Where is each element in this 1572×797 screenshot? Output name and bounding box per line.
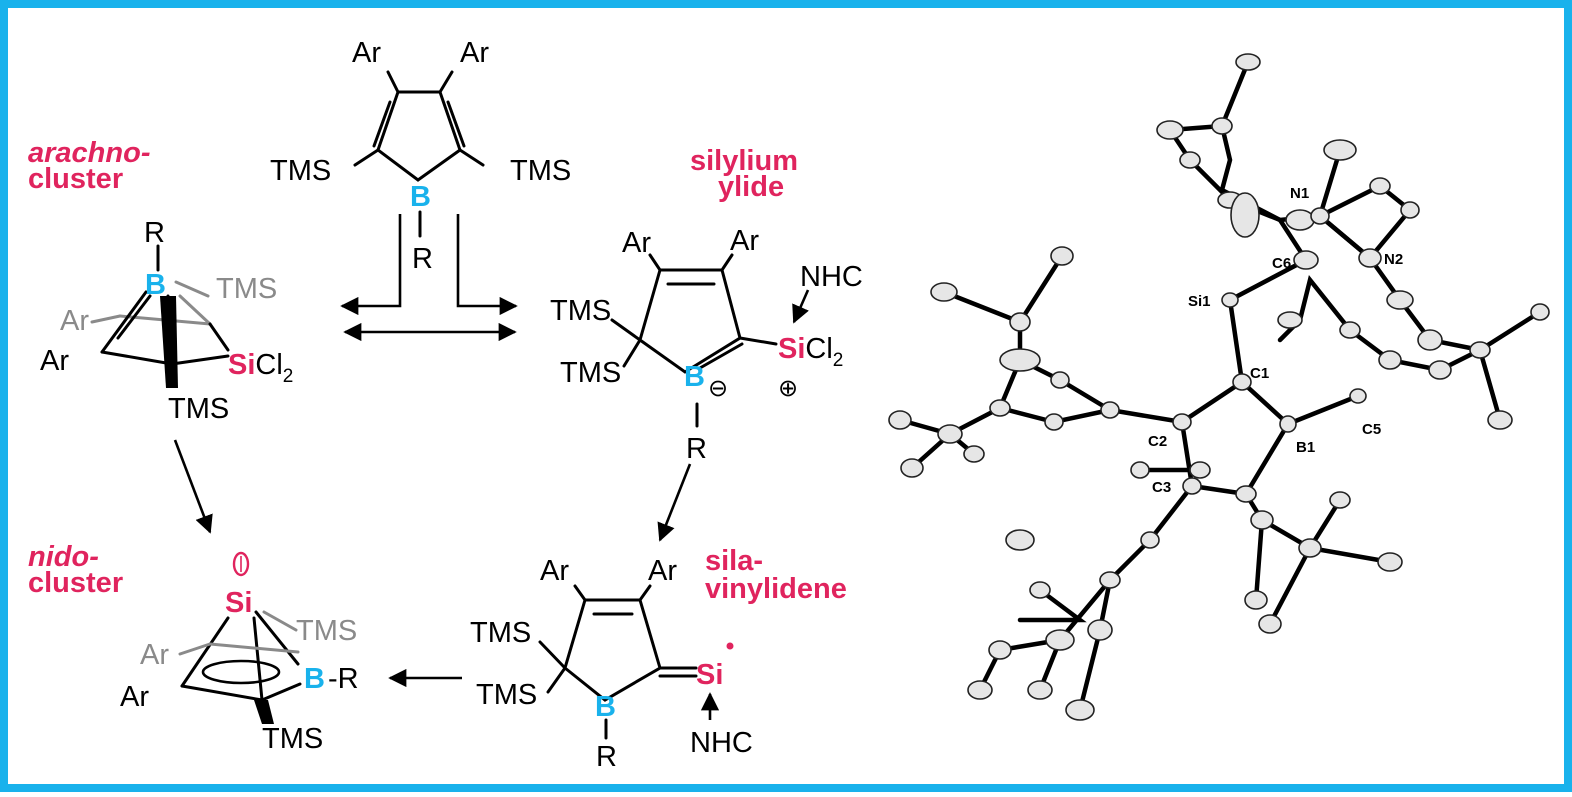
boron-atom: B (684, 361, 705, 393)
atom-label: Ar (460, 37, 489, 69)
atom-label-c2: C2 (1148, 433, 1167, 450)
label-line: sila- (705, 545, 763, 577)
crystal-structure: N1 N2 C6 Si1 C1 C2 B1 C5 C3 (888, 53, 1550, 721)
branch-arrows (340, 214, 518, 342)
atom-label: R (596, 741, 617, 773)
atom-label-b1: B1 (1296, 439, 1315, 456)
atom-label: Ar (622, 227, 651, 259)
label-line: arachno- (28, 137, 150, 169)
silicon-atom: Si (696, 659, 723, 691)
atom-label-si1: Si1 (1188, 293, 1211, 310)
arrow-to-vinylidene (657, 463, 692, 542)
atom-label: TMS (216, 273, 277, 305)
atom-label: Ar (140, 639, 169, 671)
atom-label: Ar (60, 305, 89, 337)
atom-label-c3: C3 (1152, 479, 1171, 496)
atom-label: NHC (800, 261, 863, 293)
sicl2-label: SiCl2 (778, 333, 843, 371)
atom-label: TMS (476, 679, 537, 711)
atom-label: NHC (690, 727, 753, 759)
crystal-atoms (888, 53, 1550, 721)
boron-atom: B (145, 269, 166, 301)
atom-label: R (412, 243, 433, 275)
atom-label: Ar (40, 345, 69, 377)
label-line: vinylidene (705, 573, 847, 605)
atom-label: TMS (296, 615, 357, 647)
atom-label: -R (328, 663, 359, 695)
silicon-atom: Si (225, 587, 252, 619)
atom-label: Ar (730, 225, 759, 257)
atom-label: Ar (540, 555, 569, 587)
positive-charge: ⊕ (778, 375, 798, 402)
borole-structure: Ar Ar TMS TMS B R (270, 37, 571, 275)
boron-atom: B (304, 663, 325, 695)
atom-label: Ar (648, 555, 677, 587)
ylide-structure: Ar Ar NHC TMS TMS SiCl2 B ⊖ ⊕ R (550, 225, 863, 465)
label-line: ylide (718, 171, 784, 203)
atom-label-c1: C1 (1250, 365, 1269, 382)
atom-label: Ar (120, 681, 149, 713)
crystal-bonds (897, 59, 1543, 713)
atom-label: TMS (262, 723, 323, 755)
atom-label-n2: N2 (1384, 251, 1403, 268)
atom-label-n1: N1 (1290, 185, 1309, 202)
atom-label-c5: C5 (1362, 421, 1381, 438)
nido-cluster-label: nido- cluster (28, 541, 123, 599)
arachno-cluster-label: arachno- cluster (28, 137, 150, 195)
boron-atom: B (410, 181, 431, 213)
silavinylidene-structure: Ar Ar TMS TMS Si B R NHC (470, 555, 753, 773)
arachno-structure: R B TMS Ar Ar SiCl2 TMS (40, 217, 293, 425)
silylium-ylide-label: silylium ylide (690, 145, 798, 203)
atom-label: TMS (560, 357, 621, 389)
atom-label-c6: C6 (1272, 255, 1291, 272)
negative-charge: ⊖ (708, 375, 728, 402)
atom-label: Ar (352, 37, 381, 69)
nido-structure: Si TMS Ar Ar B -R TMS (120, 551, 359, 755)
atom-label: TMS (168, 393, 229, 425)
atom-label: TMS (510, 155, 571, 187)
boron-atom: B (595, 691, 616, 723)
sicl2-label: SiCl2 (228, 349, 293, 387)
silavinylidene-label: sila- vinylidene (705, 545, 847, 605)
label-line: cluster (28, 567, 123, 599)
atom-label: R (144, 217, 165, 249)
label-line: silylium (690, 145, 798, 177)
atom-label: TMS (470, 617, 531, 649)
label-line: nido- (28, 541, 99, 573)
label-line: cluster (28, 163, 123, 195)
atom-label: R (686, 433, 707, 465)
atom-label: TMS (270, 155, 331, 187)
arrow-to-nido (173, 439, 213, 534)
atom-label: TMS (550, 295, 611, 327)
